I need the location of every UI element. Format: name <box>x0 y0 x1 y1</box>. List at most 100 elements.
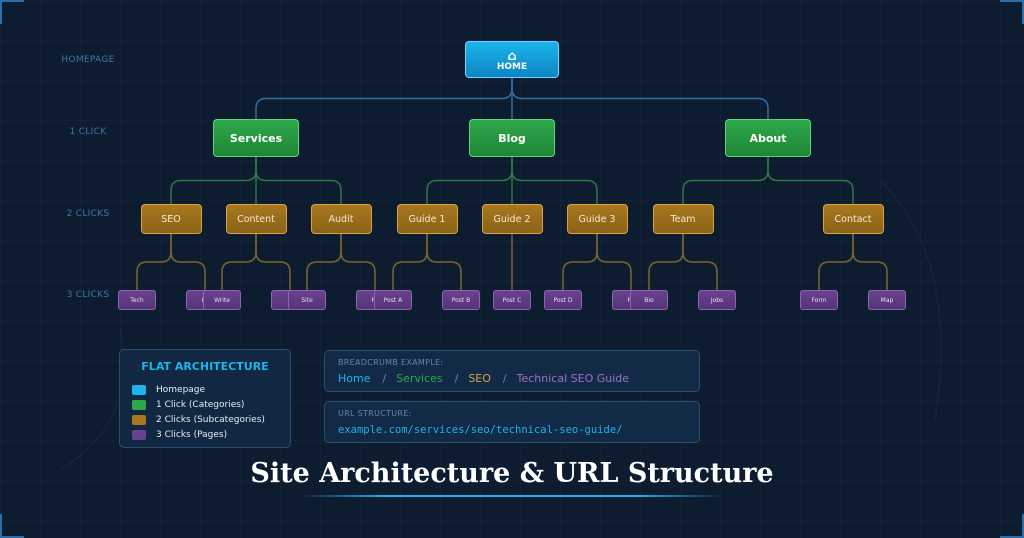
node-map[interactable]: Map <box>868 290 906 310</box>
connector-line <box>562 234 598 290</box>
page-title: Site Architecture & URL Structure <box>250 458 774 489</box>
node-label: Bio <box>644 296 654 304</box>
node-services[interactable]: Services <box>213 119 299 157</box>
node-post-d[interactable]: Post D <box>544 290 582 310</box>
level-label-homepage: HOMEPAGE <box>61 55 115 65</box>
node-label: Team <box>670 213 696 225</box>
corner-bracket-top-left <box>0 0 24 24</box>
legend-item-1-click: 1 Click (Categories) <box>132 399 244 411</box>
node-label: Form <box>811 296 827 304</box>
connector-line <box>648 234 684 290</box>
node-label: Audit <box>328 213 354 225</box>
node-label: HOME <box>496 61 528 72</box>
breadcrumb-item-services[interactable]: Services <box>396 372 443 385</box>
breadcrumb: Home / Services / SEO / Technical SEO Gu… <box>338 372 629 385</box>
node-label: Content <box>237 213 275 225</box>
url-structure-label: URL STRUCTURE: <box>338 409 412 418</box>
connector-line <box>136 234 172 290</box>
breadcrumb-item-seo[interactable]: SEO <box>468 372 491 385</box>
level-label-1-click: 1 CLICK <box>69 127 107 137</box>
node-post-a[interactable]: Post A <box>374 290 412 310</box>
node-home[interactable]: ⌂HOME <box>465 41 559 78</box>
node-label: Post B <box>451 296 471 304</box>
level-label-3-clicks: 3 CLICKS <box>66 290 110 300</box>
legend-swatch <box>132 385 146 395</box>
node-guide-1[interactable]: Guide 1 <box>396 204 458 234</box>
node-blog[interactable]: Blog <box>469 119 555 157</box>
connector-line <box>255 234 291 290</box>
breadcrumb-item-technical-seo-guide: Technical SEO Guide <box>516 372 630 385</box>
corner-bracket-bottom-right <box>1000 514 1024 538</box>
node-label: Jobs <box>710 296 724 304</box>
node-label: SEO <box>161 213 181 225</box>
legend-swatch <box>132 430 146 440</box>
legend-label: 3 Clicks (Pages) <box>156 430 228 440</box>
node-jobs[interactable]: Jobs <box>698 290 736 310</box>
node-seo[interactable]: SEO <box>140 204 202 234</box>
node-label: Write <box>214 296 230 304</box>
home-icon: ⌂ <box>507 48 517 64</box>
breadcrumb-separator: / <box>454 372 459 385</box>
node-site[interactable]: Site <box>288 290 326 310</box>
node-audit[interactable]: Audit <box>310 204 372 234</box>
decorative-curve <box>59 329 125 471</box>
node-label: Post C <box>502 296 522 304</box>
node-guide-2[interactable]: Guide 2 <box>481 204 543 234</box>
connector-line <box>426 234 462 290</box>
legend-label: Homepage <box>156 385 206 395</box>
connector-line <box>170 157 257 204</box>
node-label: Guide 1 <box>408 213 446 225</box>
node-label: Site <box>301 296 313 304</box>
node-about[interactable]: About <box>725 119 811 157</box>
connector-line <box>511 157 598 204</box>
connector-line <box>392 234 428 290</box>
breadcrumb-example-box: BREADCRUMB EXAMPLE: Home / Services / SE… <box>324 350 700 392</box>
breadcrumb-separator: / <box>502 372 507 385</box>
connector-line <box>255 78 513 119</box>
title-underline <box>299 495 725 497</box>
legend-item-2-clicks: 2 Clicks (Subcategories) <box>132 414 265 426</box>
legend-swatch <box>132 400 146 410</box>
connector-line <box>682 234 718 290</box>
node-post-b[interactable]: Post B <box>442 290 480 310</box>
node-label: Post A <box>383 296 403 304</box>
connector-line <box>221 234 257 290</box>
node-write[interactable]: Write <box>203 290 241 310</box>
node-bio[interactable]: Bio <box>630 290 668 310</box>
node-team[interactable]: Team <box>652 204 714 234</box>
legend-item-3-clicks: 3 Clicks (Pages) <box>132 429 227 441</box>
legend-panel: FLAT ARCHITECTURE Homepage 1 Click (Cate… <box>119 349 291 448</box>
legend-title: FLAT ARCHITECTURE <box>141 360 269 373</box>
node-content[interactable]: Content <box>225 204 287 234</box>
breadcrumb-item-home[interactable]: Home <box>338 372 371 385</box>
node-label: Guide 3 <box>578 213 616 225</box>
connector-line <box>818 234 854 290</box>
breadcrumb-separator: / <box>382 372 387 385</box>
node-label: Services <box>229 131 283 145</box>
legend-label: 1 Click (Categories) <box>156 400 245 410</box>
decorative-curve <box>879 179 942 421</box>
url-structure-box: URL STRUCTURE: example.com/services/seo/… <box>324 401 700 443</box>
breadcrumb-example-label: BREADCRUMB EXAMPLE: <box>338 358 444 367</box>
node-guide-3[interactable]: Guide 3 <box>566 204 628 234</box>
level-label-2-clicks: 2 CLICKS <box>66 209 110 219</box>
connector-line <box>255 157 342 204</box>
connector-line <box>170 234 206 290</box>
connector-line <box>340 234 376 290</box>
connector-line <box>426 157 513 204</box>
node-contact[interactable]: Contact <box>822 204 884 234</box>
connector-line <box>306 234 342 290</box>
legend-swatch <box>132 415 146 425</box>
node-tech[interactable]: Tech <box>118 290 156 310</box>
corner-bracket-bottom-left <box>0 514 24 538</box>
connector-line <box>767 157 854 204</box>
corner-bracket-top-right <box>1000 0 1024 24</box>
node-post-c[interactable]: Post C <box>493 290 531 310</box>
node-label: Blog <box>498 131 526 145</box>
node-label: Contact <box>834 213 872 225</box>
node-label: Tech <box>130 296 144 304</box>
node-form[interactable]: Form <box>800 290 838 310</box>
connector-line <box>852 234 888 290</box>
legend-item-homepage: Homepage <box>132 384 205 396</box>
